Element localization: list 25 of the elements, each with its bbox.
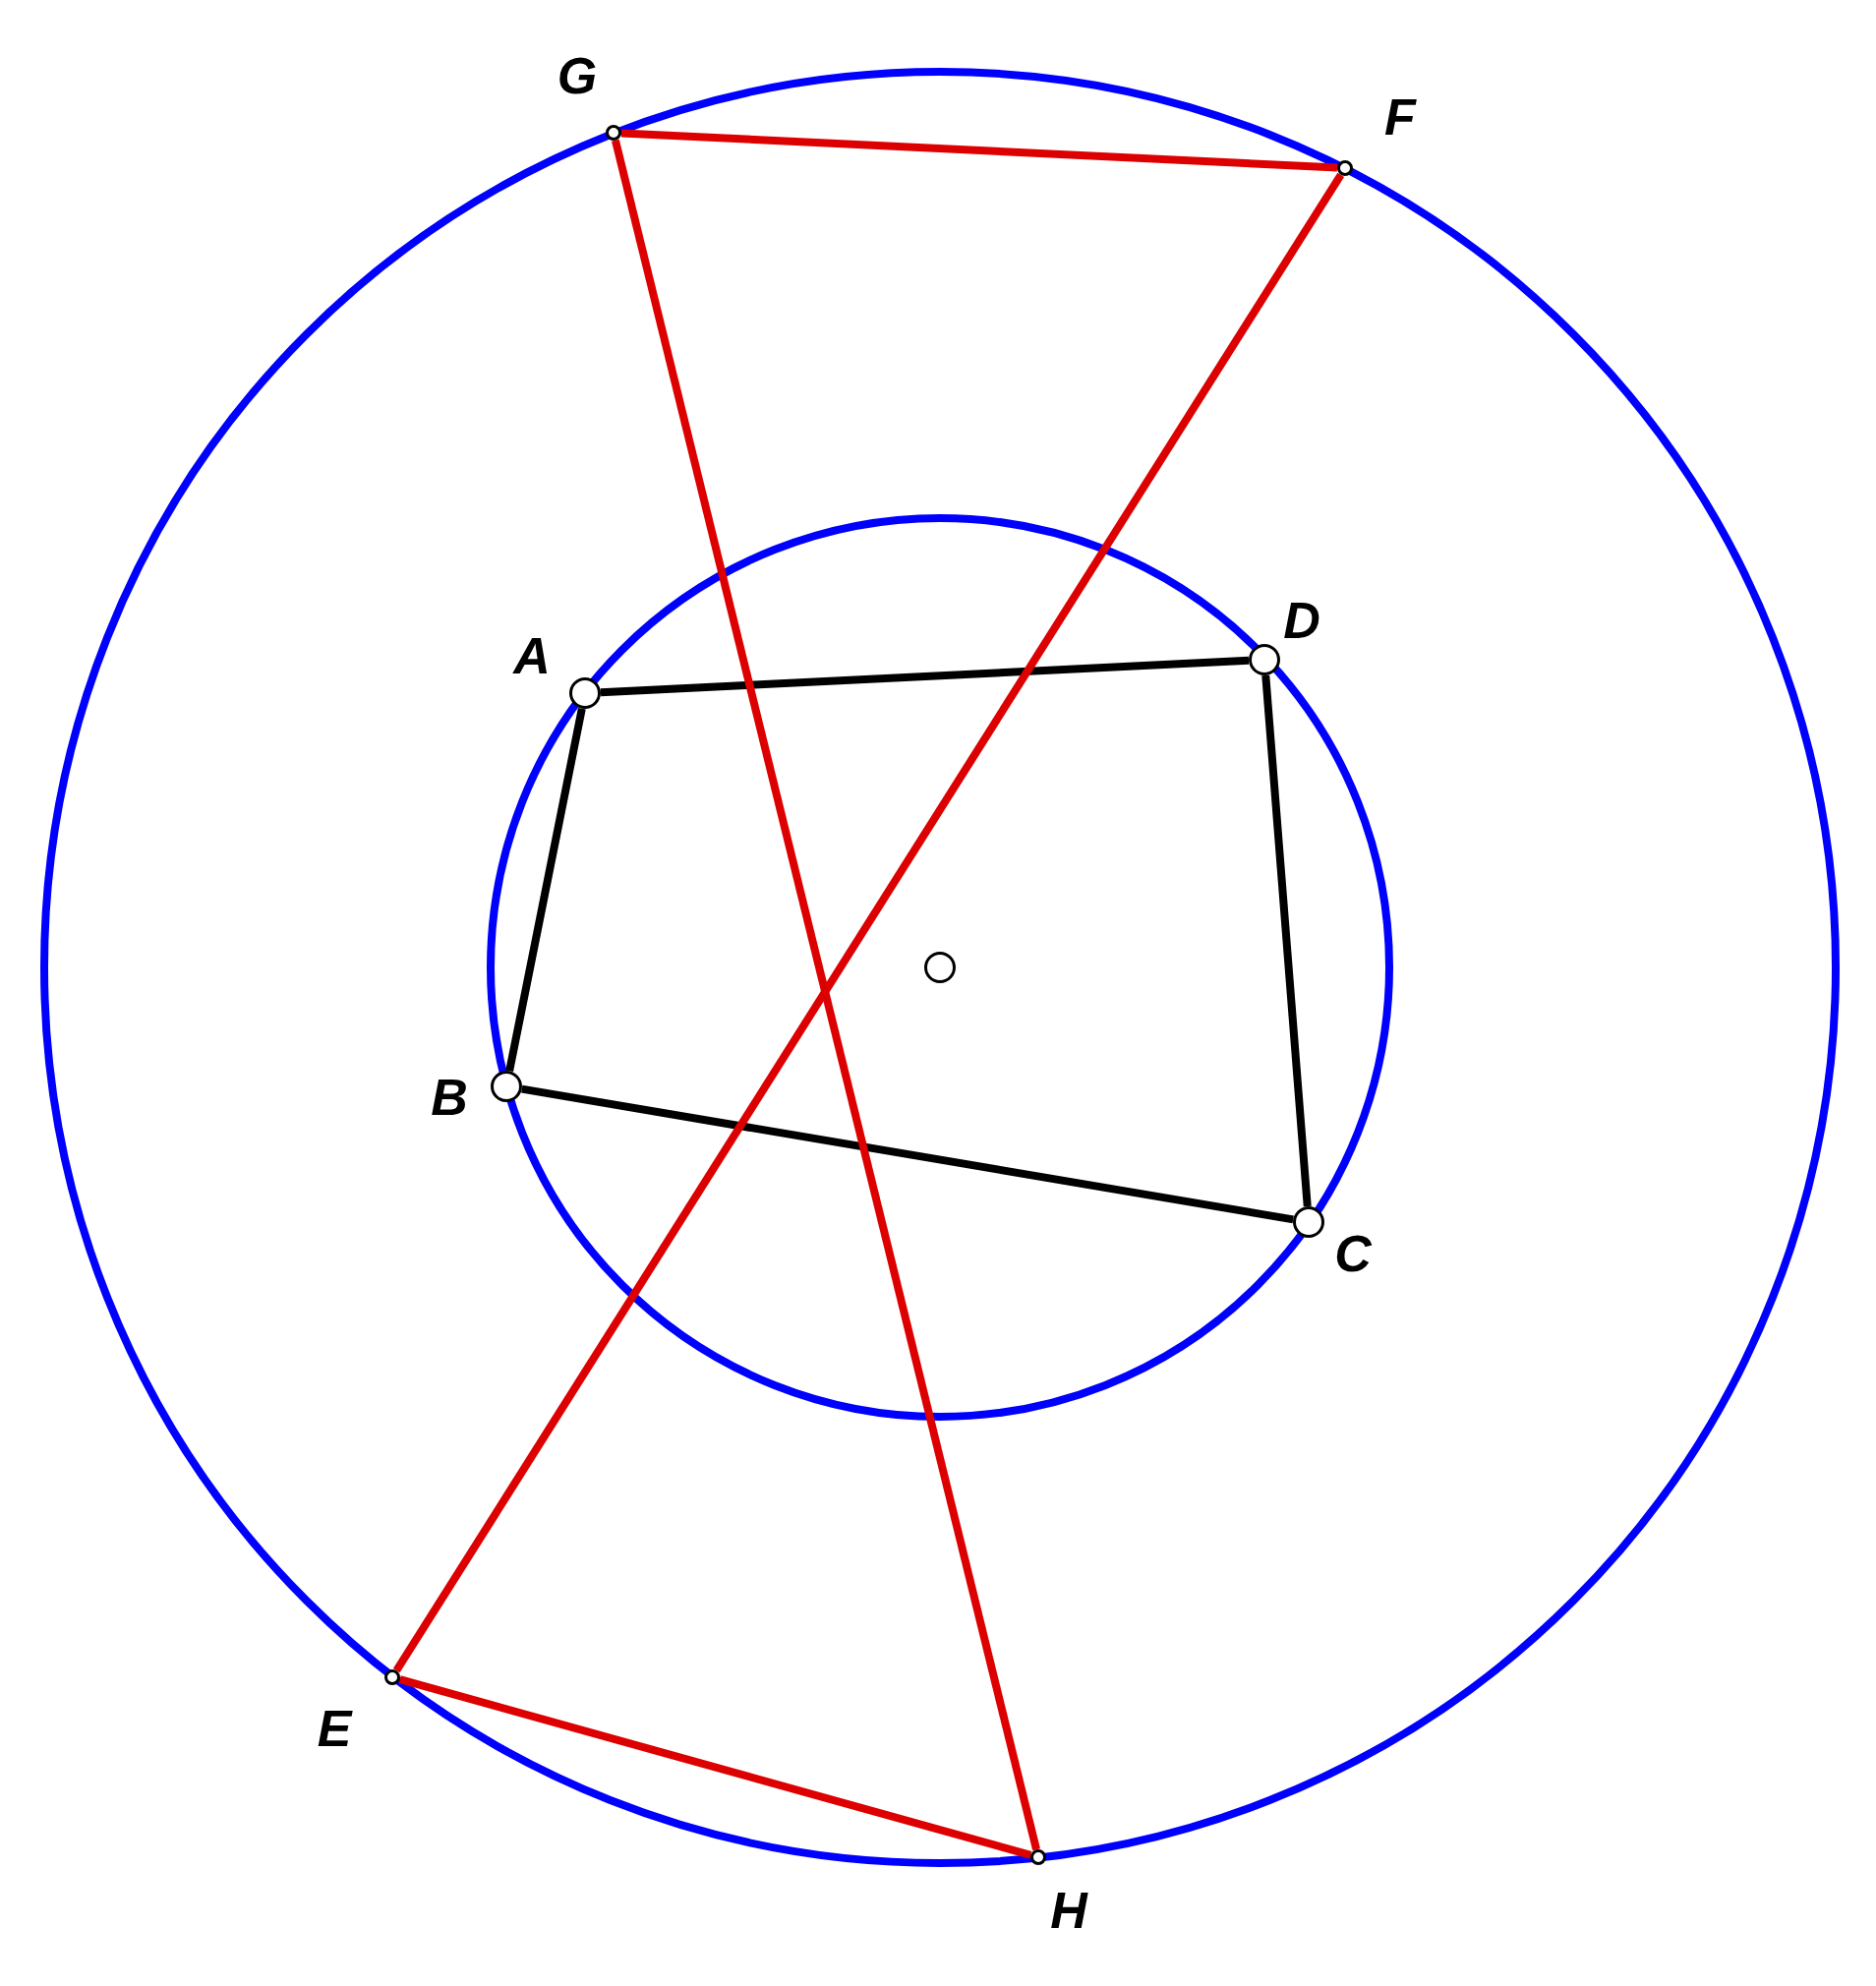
vertex-point bbox=[1030, 1849, 1046, 1865]
line-segment bbox=[600, 656, 1250, 697]
vertex-point bbox=[1337, 160, 1353, 176]
point-label: B bbox=[431, 1072, 468, 1123]
center-point bbox=[924, 952, 956, 983]
vertex-point bbox=[384, 1669, 400, 1685]
line-segment bbox=[398, 1675, 1032, 1859]
vertex-point bbox=[1249, 644, 1280, 675]
line-segment bbox=[1261, 674, 1312, 1207]
line-segment bbox=[392, 172, 1345, 1673]
vertex-point bbox=[491, 1071, 522, 1102]
vertex-point bbox=[606, 125, 621, 141]
vertex-point bbox=[569, 677, 601, 709]
point-label: F bbox=[1384, 91, 1416, 143]
point-label: H bbox=[1050, 1885, 1087, 1936]
line-segment bbox=[505, 707, 586, 1073]
point-label: E bbox=[317, 1703, 352, 1754]
point-label: G bbox=[557, 50, 598, 101]
point-label: C bbox=[1334, 1228, 1372, 1279]
line-segment bbox=[521, 1084, 1294, 1224]
vertex-point bbox=[1293, 1206, 1324, 1238]
line-segment bbox=[612, 139, 1040, 1851]
point-label: A bbox=[513, 630, 551, 681]
line-segment bbox=[620, 129, 1338, 172]
point-label: D bbox=[1283, 595, 1320, 646]
